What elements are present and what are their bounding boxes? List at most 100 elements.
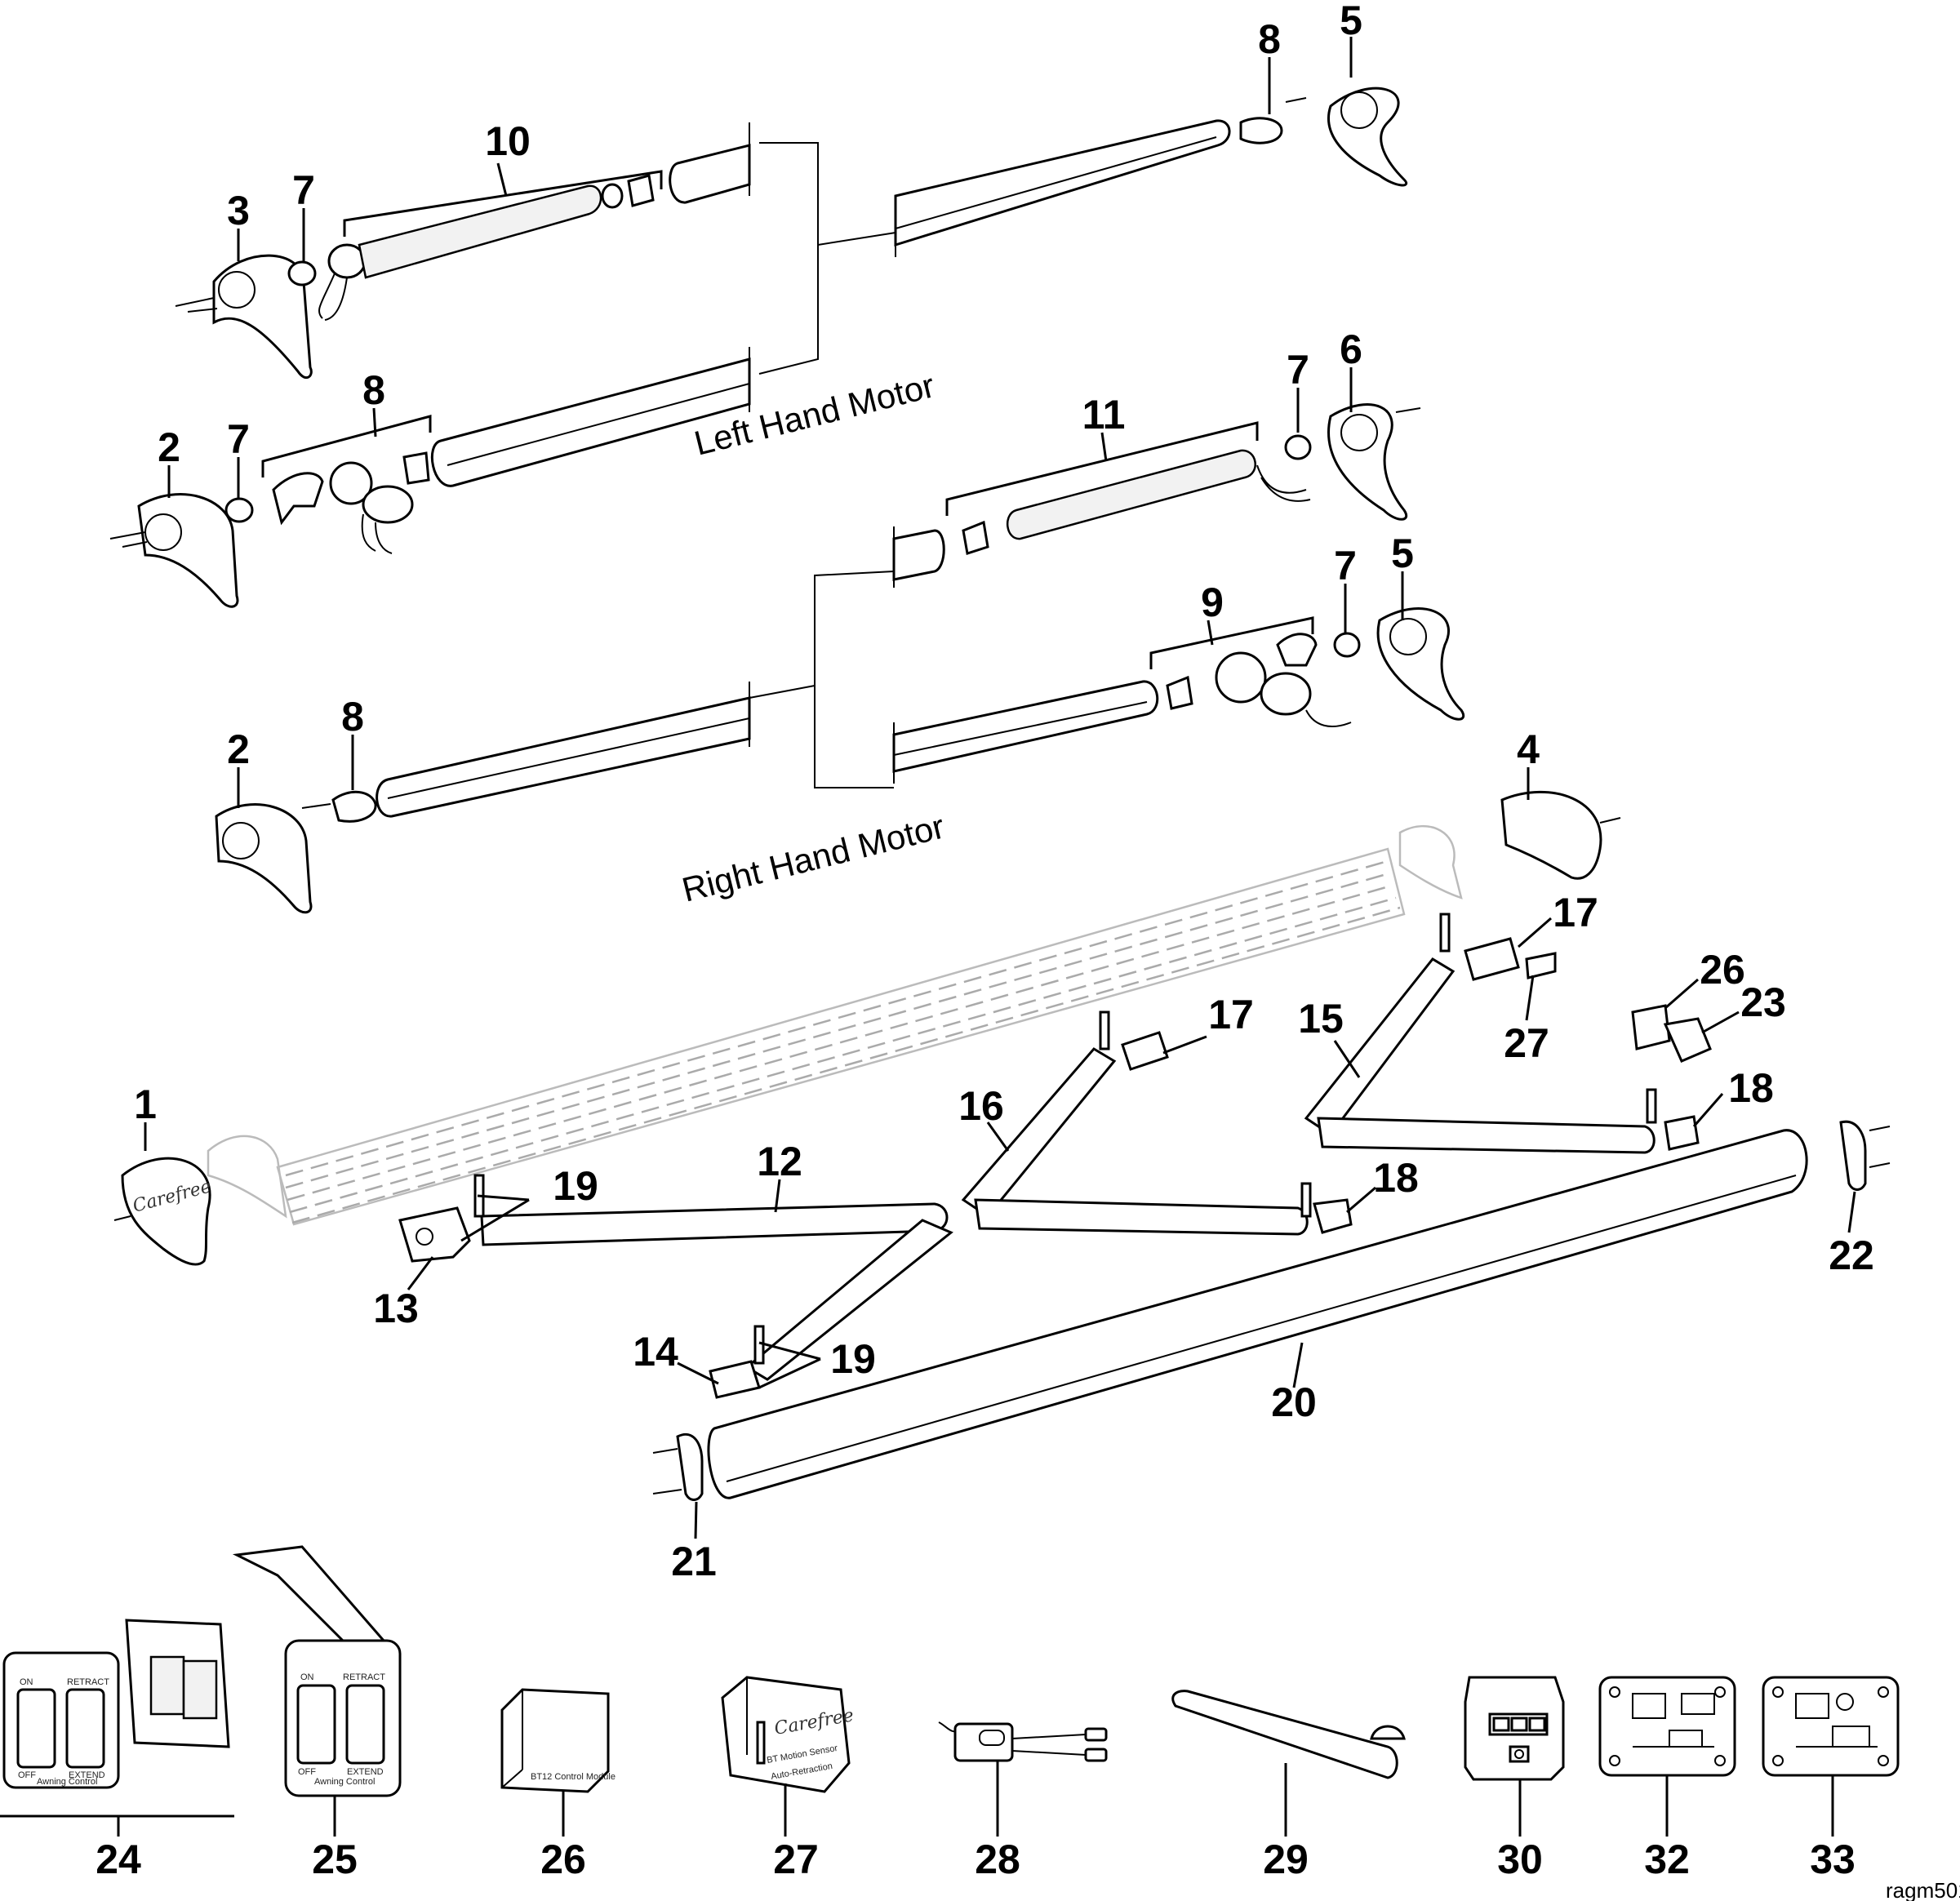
right-hand-motor-assembly: [215, 403, 1621, 914]
idler-8a: [1239, 117, 1283, 144]
callout-8a: 8: [1258, 16, 1281, 62]
callout-22: 22: [1829, 1233, 1874, 1278]
control-module-26: BT12 Control Module: [500, 1688, 616, 1793]
callout-7b: 7: [227, 416, 250, 462]
svg-text:BT12 Control Module: BT12 Control Module: [531, 1772, 616, 1782]
bracket-23: [1663, 1017, 1712, 1063]
svg-text:ON: ON: [300, 1672, 314, 1682]
callout-12: 12: [757, 1139, 802, 1184]
callout-19a: 19: [553, 1163, 598, 1209]
callout-18a: 18: [1373, 1155, 1419, 1201]
end-cap-22: [1839, 1120, 1867, 1191]
gear-motor-10: [1215, 651, 1267, 704]
end-cap-2a: [137, 493, 239, 608]
arm-lower-14: [744, 1219, 953, 1381]
callout-26: 26: [540, 1837, 586, 1882]
roller-tube-mid-left: [430, 358, 751, 487]
callout-1: 1: [134, 1082, 157, 1127]
callout-21: 21: [671, 1539, 717, 1584]
svg-text:OFF: OFF: [18, 1770, 36, 1780]
bracket-18a: [1313, 1198, 1353, 1234]
callout-28a: 27: [1504, 1020, 1549, 1066]
spacer-7d: [1333, 632, 1361, 658]
callout-19b: 19: [830, 1336, 876, 1382]
wall-switch-24: ON RETRACT OFF EXTEND Awning Control: [0, 1619, 234, 1818]
callout-24: 24: [96, 1837, 141, 1882]
callout-14: 14: [633, 1329, 678, 1375]
circuit-board-32: [1598, 1676, 1736, 1777]
spacer-7c: [1284, 434, 1312, 460]
callout-18b: 18: [1728, 1065, 1774, 1111]
callout-6: 6: [1340, 326, 1362, 372]
drawing-reference-code: ragm501: [1886, 1878, 1960, 1901]
callout-15: 15: [1298, 996, 1344, 1042]
callout-11a: 10: [485, 118, 531, 164]
motion-sensor-27b: Carefree BT Motion Sensor Auto-Retractio…: [721, 1676, 856, 1793]
callout-16: 16: [958, 1083, 1004, 1129]
svg-text:ON: ON: [20, 1677, 33, 1687]
tube-motor-11a: [358, 184, 602, 279]
callout-4: 4: [1517, 726, 1540, 772]
end-cap-6: [1327, 403, 1407, 521]
callout-leaders: [117, 37, 1856, 1837]
callout-27b: 27: [773, 1837, 819, 1882]
wire-harness-28: [938, 1721, 1108, 1762]
front-rail-assembly: [652, 1120, 1891, 1501]
accessory-parts: ON RETRACT OFF EXTEND Awning Control ON …: [0, 1545, 1900, 1818]
callout-2b: 2: [227, 726, 250, 772]
tube-motor-11b: [1006, 449, 1256, 540]
gasket-icon: [1171, 1690, 1398, 1779]
end-cap-1: [121, 1157, 211, 1266]
end-cap-5a: [1327, 87, 1407, 187]
idler-8b: [331, 790, 377, 823]
callout-28b: 28: [975, 1837, 1020, 1882]
callout-27a: 26: [1700, 947, 1745, 993]
gear-motor-9: [329, 461, 373, 505]
svg-text:RETRACT: RETRACT: [343, 1672, 385, 1682]
bracket-28a: [1525, 952, 1557, 979]
callout-20: 20: [1271, 1379, 1317, 1425]
bracket-9: [272, 472, 324, 526]
roller-tube-top-left: [669, 144, 751, 204]
callout-23: 23: [1740, 979, 1786, 1025]
callout-3: 3: [227, 188, 250, 233]
svg-text:EXTEND: EXTEND: [347, 1767, 384, 1777]
callout-13: 13: [373, 1286, 419, 1331]
end-cap-2b: [215, 803, 313, 914]
end-cap-3: [212, 254, 313, 380]
bracket-14: [709, 1360, 761, 1399]
callout-numbers: 3 7 10 8 5 8 2 7 11 7 6 9 7 5 8 2 4 17 2…: [96, 0, 1874, 1882]
callout-7c: 7: [1287, 347, 1309, 393]
callout-5b: 5: [1391, 531, 1414, 576]
gasket-29: [1171, 1690, 1406, 1779]
callout-10: 9: [1201, 580, 1224, 625]
callout-30: 30: [1497, 1837, 1543, 1882]
callout-7a: 7: [292, 167, 315, 213]
end-cap-4: [1500, 790, 1602, 880]
callout-25: 25: [312, 1837, 358, 1882]
callout-33: 33: [1810, 1837, 1856, 1882]
arm-15: [1304, 957, 1456, 1137]
end-cap-5b: [1376, 607, 1464, 721]
left-hand-motor-assembly: [109, 87, 1407, 608]
front-rail-20: [707, 1129, 1808, 1499]
arm-12: [480, 1202, 949, 1246]
wall-switch-25: ON RETRACT OFF EXTEND Awning Control: [232, 1545, 402, 1797]
ghost-roller-assembly: [207, 824, 1463, 1226]
svg-text:RETRACT: RETRACT: [67, 1677, 109, 1687]
arm-assemblies: Carefree: [113, 913, 1712, 1399]
roller-tube-lower-left: [376, 696, 751, 818]
callout-32: 32: [1644, 1837, 1690, 1882]
svg-text:OFF: OFF: [298, 1767, 316, 1777]
roller-tube-top-right: [894, 119, 1231, 247]
circuit-board-33: [1762, 1676, 1900, 1777]
arm-16: [961, 1047, 1117, 1219]
callout-2a: 2: [158, 424, 180, 470]
bracket-18b: [1664, 1115, 1700, 1151]
end-cap-21: [676, 1432, 704, 1501]
right-hand-motor-caption: Right Hand Motor: [678, 806, 949, 908]
keypad-30: [1464, 1676, 1565, 1781]
bracket-10: [1276, 633, 1318, 667]
bracket-17b: [1464, 937, 1520, 981]
